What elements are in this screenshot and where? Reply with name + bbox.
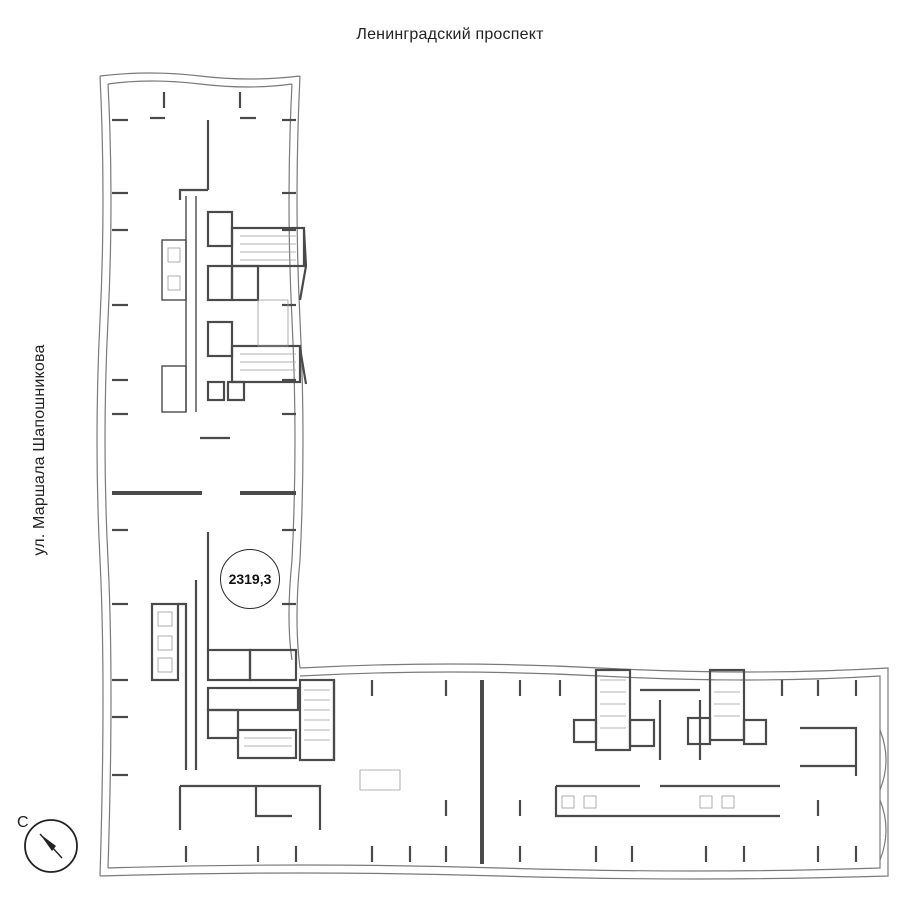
right-core (554, 668, 780, 818)
north-arrow-icon (24, 819, 78, 873)
area-badge[interactable]: 2319,3 (220, 549, 280, 609)
lower-left-core-details (157, 611, 401, 791)
upper-core-details (167, 235, 296, 371)
compass-north-letter: С (17, 814, 29, 831)
lower-left-core (150, 532, 336, 830)
column-marks (112, 92, 858, 862)
right-core-details (561, 679, 740, 809)
east-partition (800, 726, 858, 776)
upper-core (161, 120, 308, 413)
building-outline (96, 72, 889, 880)
divider-walls (112, 491, 484, 864)
street-label-top: Ленинградский проспект (356, 26, 544, 43)
street-label-left: ул. Маршала Шапошникова (31, 344, 48, 556)
